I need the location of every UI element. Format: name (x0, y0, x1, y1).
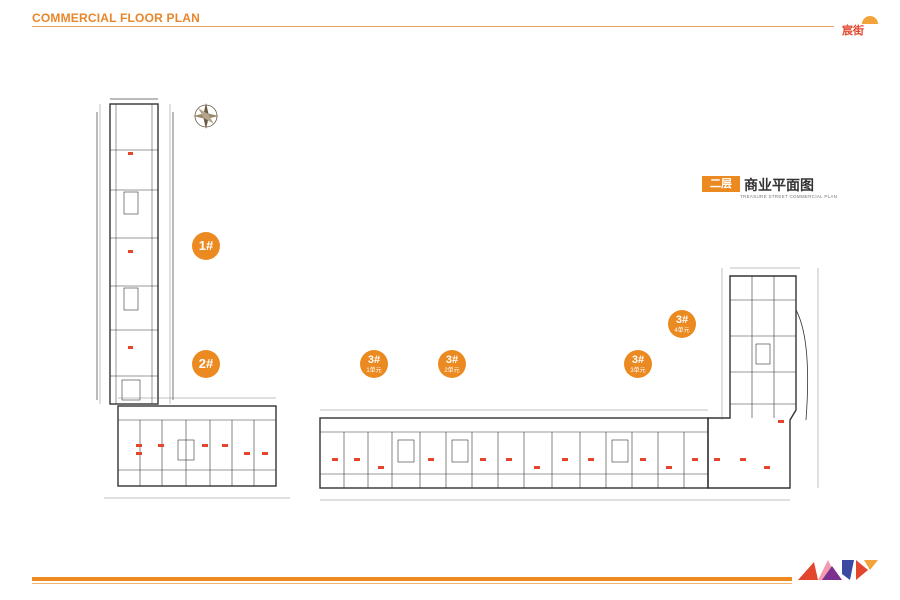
west-wing (99, 103, 171, 405)
brand-text: 宸街 (842, 25, 864, 37)
floor-label: 二层 (702, 176, 740, 192)
building-3-unit-1-badge: 3# 1单元 (360, 350, 388, 378)
building-3-unit-2-badge: 3# 2单元 (438, 350, 466, 378)
building-2-block (104, 397, 290, 499)
building-2-unit-tags (136, 444, 268, 455)
brand-sun-icon (862, 16, 878, 24)
compass-rose-icon (193, 103, 219, 129)
footer-rule (32, 583, 792, 584)
east-wing-unit-tags (714, 420, 784, 469)
brand-logo: 宸街 (838, 16, 880, 37)
building-1-badge: 1# (192, 232, 220, 260)
footer-bar (32, 577, 792, 581)
building-3-unit-tags (332, 458, 698, 469)
building-3-unit-4-badge: 3# 4单元 (668, 310, 696, 338)
header-rule (32, 26, 834, 27)
plan-title-cn: 商业平面图 (744, 177, 814, 193)
building-2-badge: 2# (192, 350, 220, 378)
east-wing (707, 267, 819, 489)
page-title: COMMERCIAL FLOOR PLAN (32, 11, 200, 25)
plan-title-en: TREASURE STREET COMMERCIAL PLAN (740, 194, 838, 199)
plan-title-block: 二层 商业平面图 TREASURE STREET COMMERCIAL PLAN (702, 174, 837, 204)
west-wing-dimensions (96, 98, 174, 400)
building-3-unit-3-badge: 3# 3单元 (624, 350, 652, 378)
footer-logo-icon (798, 560, 878, 580)
west-wing-unit-tags (128, 152, 133, 349)
building-3-block (319, 409, 790, 501)
